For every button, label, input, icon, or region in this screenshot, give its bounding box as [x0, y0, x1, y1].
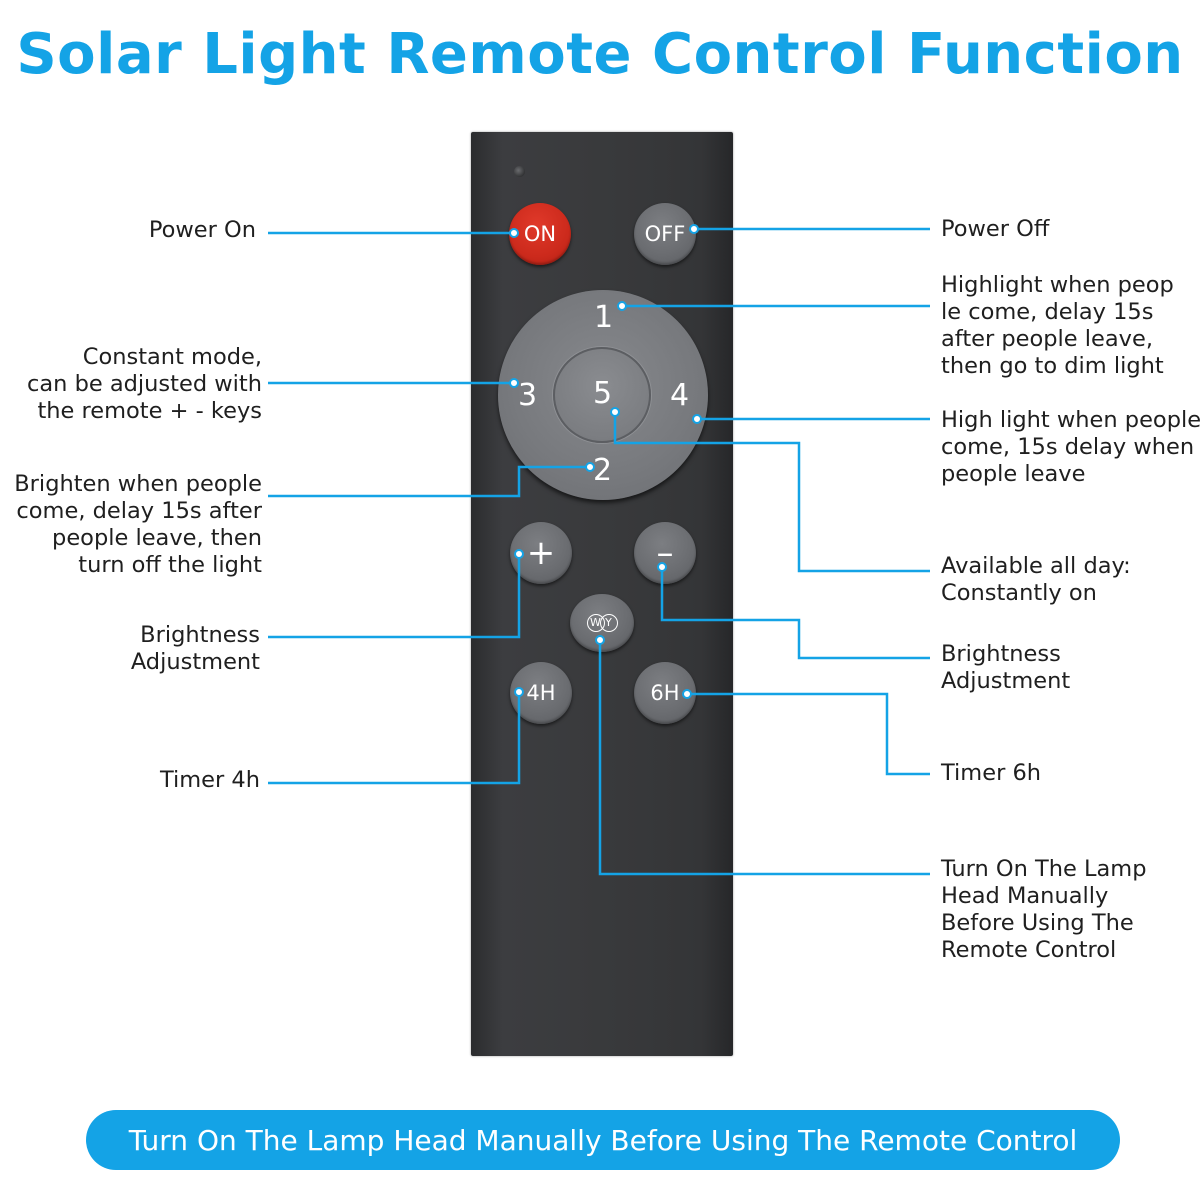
callout-line: Head Manually [941, 883, 1109, 909]
callout-line: people leave, then [52, 525, 262, 551]
callout-line: Available all day: [941, 553, 1131, 579]
mode-2-button[interactable]: 2 [593, 453, 613, 488]
callout-line: le come, delay 15s [941, 299, 1154, 325]
endpoint-dot [689, 224, 699, 234]
callout-line: Brightness [140, 622, 260, 648]
callout-line: the remote + - keys [37, 398, 262, 424]
leader-available-all-day [613, 412, 930, 573]
endpoint-dot [514, 549, 524, 559]
callout-line: come, delay 15s after [16, 498, 262, 524]
callout-line: then go to dim light [941, 353, 1164, 379]
endpoint-dot [514, 687, 524, 697]
callout-turn-on-manual: Turn On The Lamp Head Manually Before Us… [941, 856, 1147, 964]
callout-line: High light when people [941, 407, 1200, 433]
page-title: Solar Light Remote Control Function [16, 22, 1184, 87]
indicator-led [514, 166, 525, 177]
leader-brightness-left [268, 554, 521, 639]
mode-5-button[interactable] [553, 347, 651, 443]
mode-1-button[interactable]: 1 [594, 300, 614, 335]
callout-timer-4h: Timer 4h [159, 767, 260, 793]
bottom-banner: Turn On The Lamp Head Manually Before Us… [86, 1110, 1120, 1170]
endpoint-dot [682, 689, 692, 699]
mode-3-button[interactable]: 3 [518, 378, 538, 413]
endpoint-dot [610, 407, 620, 417]
callout-line: Brighten when people [14, 471, 262, 497]
callout-line: people leave [941, 461, 1086, 487]
callout-line: Adjustment [941, 668, 1071, 694]
endpoint-dot [657, 562, 667, 572]
callout-line: Highlight when peop [941, 272, 1174, 298]
callout-brightness-left: Brightness Adjustment [131, 622, 260, 676]
leader-timer-6h [687, 692, 930, 776]
leader-brighten [268, 465, 590, 498]
callout-line: turn off the light [78, 552, 262, 578]
endpoint-dot [509, 228, 519, 238]
leader-turn-on-manual [598, 640, 930, 876]
endpoint-dot [509, 378, 519, 388]
callout-brightness-right: Brightness Adjustment [941, 641, 1070, 695]
callout-power-off: Power Off [941, 216, 1050, 242]
callout-line: after people leave, [941, 326, 1153, 352]
mode-5-label: 5 [593, 376, 613, 411]
mode-4-button[interactable]: 4 [670, 378, 690, 413]
callout-line: Remote Control [941, 937, 1117, 963]
callout-power-on: Power On [148, 217, 256, 243]
callout-line: can be adjusted with [27, 371, 262, 397]
callout-line: Adjustment [130, 649, 260, 675]
endpoint-dot [585, 462, 595, 472]
callout-brighten-when-people: Brighten when people come, delay 15s aft… [14, 471, 262, 579]
callout-line: Before Using The [941, 910, 1134, 936]
leader-brightness-right [660, 567, 930, 660]
leader-timer-4h [268, 692, 521, 785]
callout-timer-6h: Timer 6h [941, 760, 1042, 786]
callout-line: Turn On The Lamp [941, 856, 1147, 882]
callout-line: Brightness [941, 641, 1061, 667]
callout-high-light: High light when people come, 15s delay w… [941, 407, 1200, 488]
callout-available-all-day: Available all day: Constantly on [941, 553, 1131, 607]
endpoint-dot [692, 414, 702, 424]
endpoint-dot [595, 635, 605, 645]
callout-constant-mode: Constant mode, can be adjusted with the … [27, 344, 262, 425]
callout-line: come, 15s delay when [941, 434, 1195, 460]
endpoint-dot [617, 301, 627, 311]
callout-line: Constant mode, [82, 344, 262, 370]
callout-line: Constantly on [941, 580, 1097, 606]
banner-text: Turn On The Lamp Head Manually Before Us… [128, 1123, 1078, 1157]
callout-highlight-dim: Highlight when peop le come, delay 15s a… [941, 272, 1174, 380]
